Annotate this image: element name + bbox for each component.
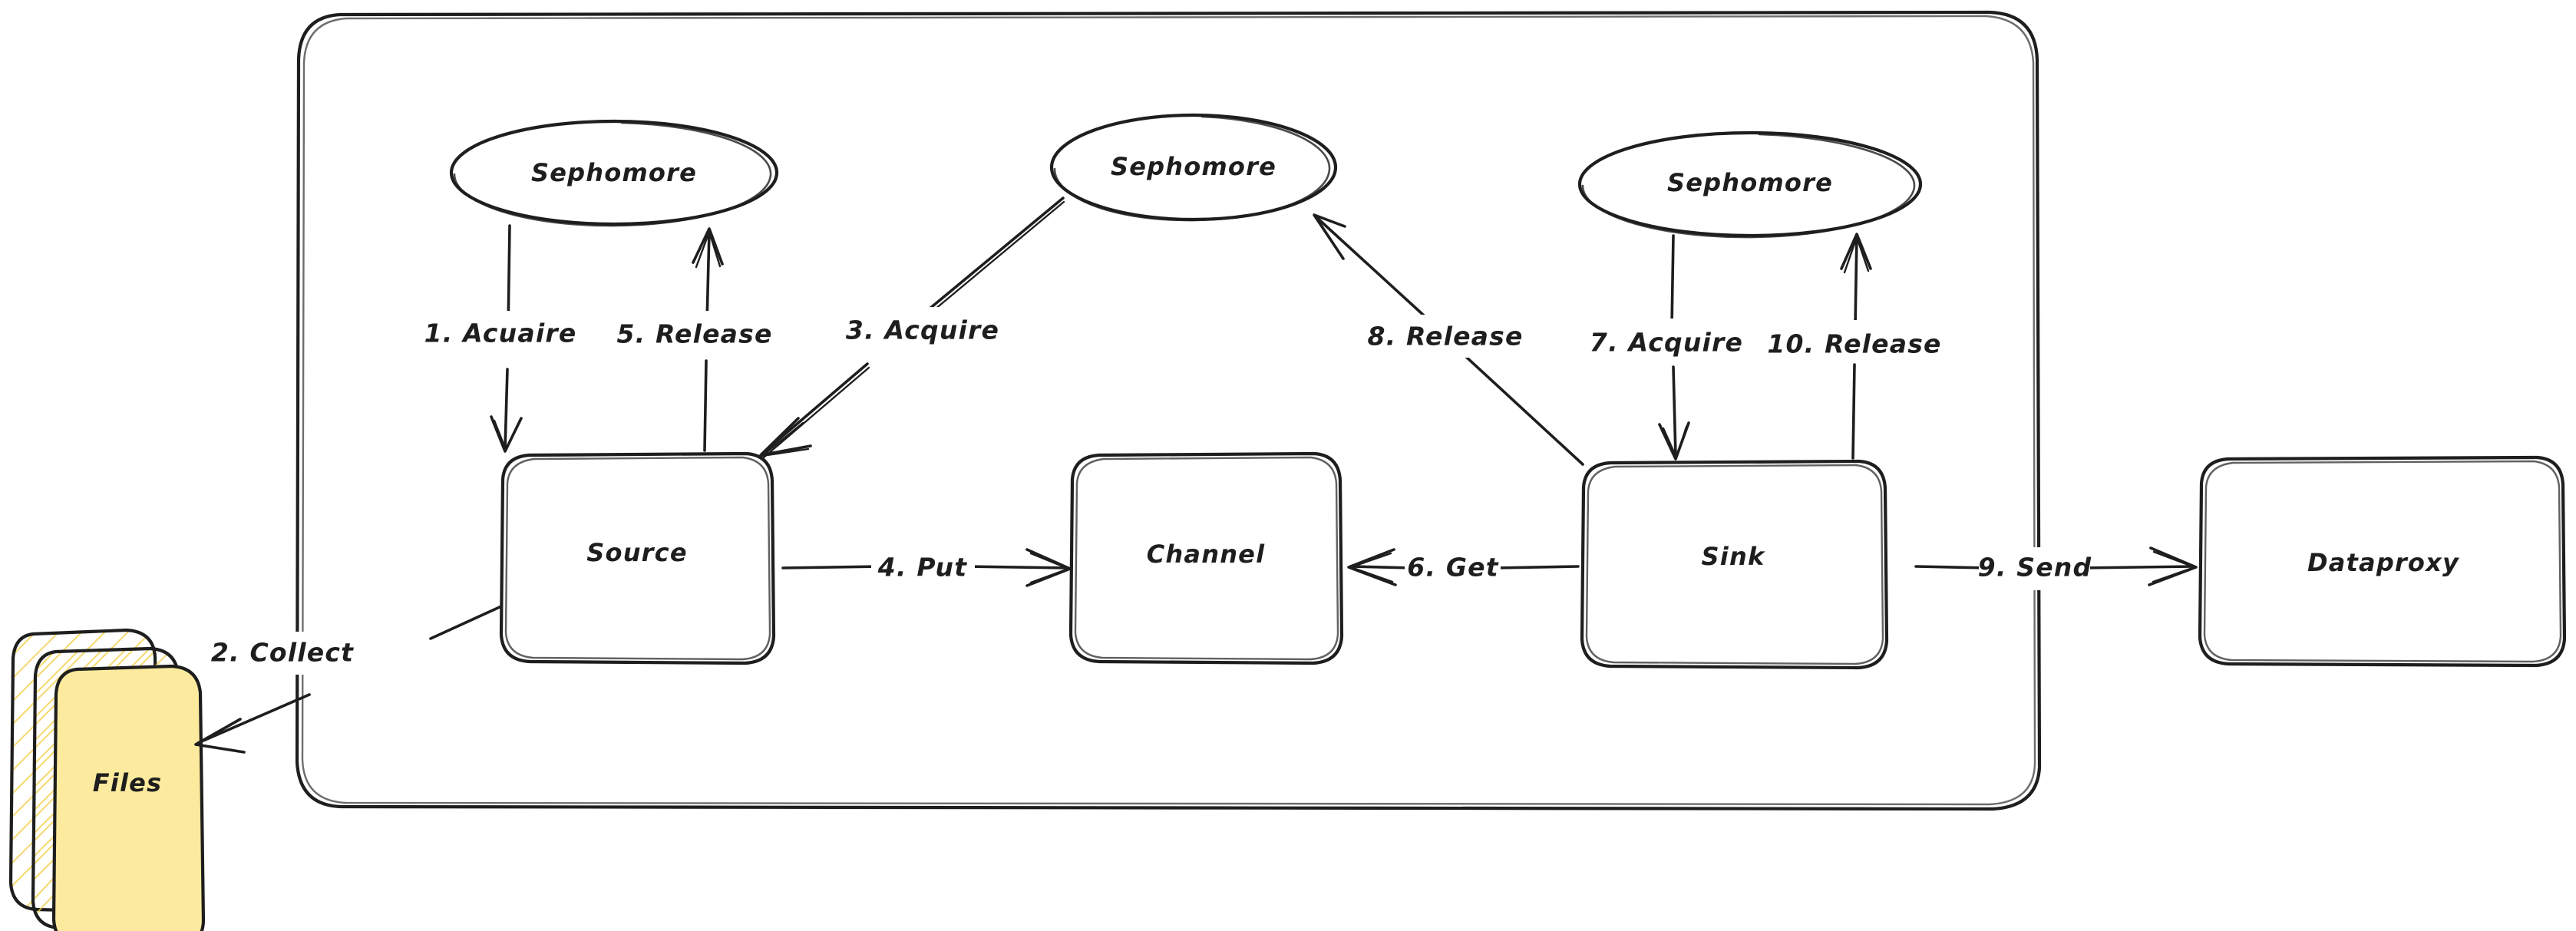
edge-label-1: 1. Acuaire xyxy=(424,319,577,348)
edge-label-5: 5. Release xyxy=(616,319,772,349)
edge-label-3: 3. Acquire xyxy=(846,315,999,345)
edge-10-release[interactable] xyxy=(1840,233,1872,460)
node-semaphore-mid[interactable]: Sephomore xyxy=(1049,113,1338,222)
node-dataproxy[interactable]: Dataproxy xyxy=(2198,455,2567,668)
node-semaphore-left[interactable]: Sephomore xyxy=(449,119,779,227)
node-semaphore-right[interactable]: Sephomore xyxy=(1577,130,1923,239)
files-label: Files xyxy=(93,768,163,797)
edge-8-release[interactable] xyxy=(1313,213,1584,466)
files-card-front[interactable] xyxy=(54,666,203,931)
edge-labels: 1. Acuaire 2. Collect 3. Acquire 4. Put … xyxy=(196,307,2092,675)
edge-9-send[interactable] xyxy=(1914,546,2198,586)
pipeline-group-container[interactable] xyxy=(295,10,2042,811)
node-source[interactable]: Source xyxy=(499,451,776,665)
source-label: Source xyxy=(586,538,687,567)
edge-label-6: 6. Get xyxy=(1407,553,1498,583)
channel-label: Channel xyxy=(1147,540,1266,569)
node-sink[interactable]: Sink xyxy=(1580,459,1889,670)
edge-label-9: 9. Send xyxy=(1978,553,2092,583)
edge-label-7: 7. Acquire xyxy=(1590,328,1743,358)
dataproxy-label: Dataproxy xyxy=(2307,548,2459,577)
edge-label-4: 4. Put xyxy=(877,553,967,583)
semaphore-mid-label: Sephomore xyxy=(1111,152,1276,181)
semaphore-right-label: Sephomore xyxy=(1667,168,1833,197)
files-stack[interactable]: Files xyxy=(0,553,246,931)
node-channel[interactable]: Channel xyxy=(1068,451,1344,665)
edge-2-collect[interactable] xyxy=(194,605,503,754)
edge-label-2: 2. Collect xyxy=(211,638,354,668)
edge-label-10: 10. Release xyxy=(1767,329,1941,359)
edge-6-get[interactable] xyxy=(1347,548,1580,586)
edge-7-acquire[interactable] xyxy=(1658,234,1690,461)
edge-label-8: 8. Release xyxy=(1367,322,1523,352)
semaphore-left-label: Sephomore xyxy=(531,158,697,187)
edge-3-acquire[interactable] xyxy=(759,196,1065,459)
edge-4-put[interactable] xyxy=(781,548,1072,587)
sink-label: Sink xyxy=(1702,542,1765,571)
edge-5-release[interactable] xyxy=(692,227,724,452)
